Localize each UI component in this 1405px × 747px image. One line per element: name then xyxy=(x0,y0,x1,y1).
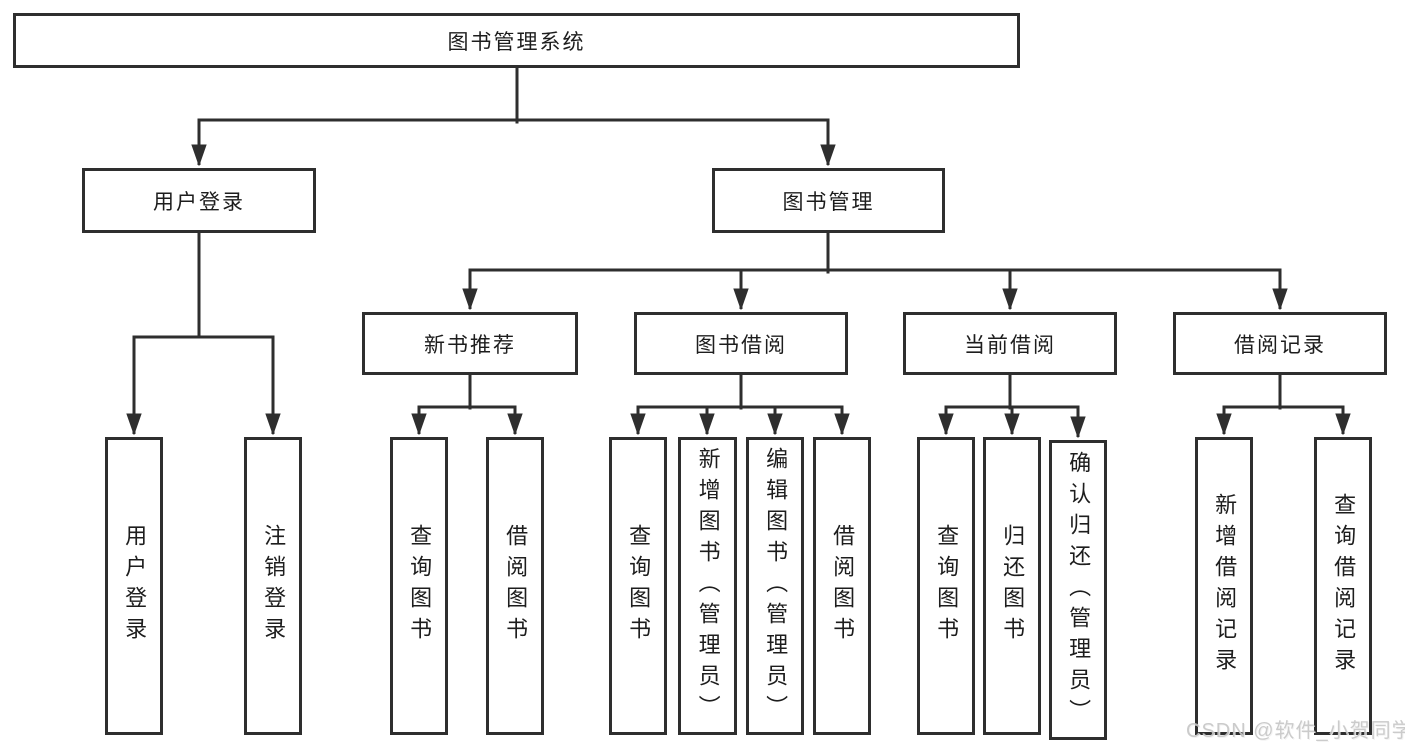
leaf-add-book-admin-label: 新增图书（管理员） xyxy=(695,446,721,726)
leaf-query-books-1: 查询图书 xyxy=(390,437,448,735)
leaf-query-books-2: 查询图书 xyxy=(609,437,667,735)
leaf-query-books-1-label: 查询图书 xyxy=(407,524,433,648)
leaf-return-books: 归还图书 xyxy=(983,437,1041,735)
leaf-query-books-3-label: 查询图书 xyxy=(934,524,960,648)
leaf-add-borrow-record-label: 新增借阅记录 xyxy=(1212,493,1238,679)
node-user-login-group: 用户登录 xyxy=(82,168,316,233)
arrow-lines xyxy=(134,120,1343,437)
leaf-edit-book-admin-label: 编辑图书（管理员） xyxy=(763,446,789,726)
leaf-query-borrow-record: 查询借阅记录 xyxy=(1314,437,1372,735)
node-borrowing-records: 借阅记录 xyxy=(1173,312,1387,375)
leaf-add-borrow-record: 新增借阅记录 xyxy=(1195,437,1253,735)
tree-lines xyxy=(132,66,1345,410)
leaf-borrow-books-1: 借阅图书 xyxy=(486,437,544,735)
leaf-borrow-books-2: 借阅图书 xyxy=(813,437,871,735)
leaf-return-books-label: 归还图书 xyxy=(1000,524,1026,648)
leaf-user-login-label: 用户登录 xyxy=(122,524,148,648)
node-book-management: 图书管理 xyxy=(712,168,945,233)
leaf-borrow-books-1-label: 借阅图书 xyxy=(503,524,529,648)
leaf-query-borrow-record-label: 查询借阅记录 xyxy=(1331,493,1357,679)
leaf-confirm-return-admin-label: 确认归还（管理员） xyxy=(1066,450,1092,730)
node-current-borrowing: 当前借阅 xyxy=(903,312,1117,375)
leaf-logout-label: 注销登录 xyxy=(261,524,287,648)
leaf-query-books-2-label: 查询图书 xyxy=(626,524,652,648)
node-book-borrowing: 图书借阅 xyxy=(634,312,848,375)
watermark: CSDN @软件_小贺同学 xyxy=(1186,720,1405,742)
leaf-logout: 注销登录 xyxy=(244,437,302,735)
leaf-add-book-admin: 新增图书（管理员） xyxy=(678,437,737,735)
leaf-edit-book-admin: 编辑图书（管理员） xyxy=(746,437,804,735)
node-new-book-recommend: 新书推荐 xyxy=(362,312,578,375)
leaf-query-books-3: 查询图书 xyxy=(917,437,975,735)
leaf-user-login: 用户登录 xyxy=(105,437,163,735)
leaf-confirm-return-admin: 确认归还（管理员） xyxy=(1049,440,1107,740)
leaf-borrow-books-2-label: 借阅图书 xyxy=(830,524,856,648)
node-library-system: 图书管理系统 xyxy=(13,13,1020,68)
